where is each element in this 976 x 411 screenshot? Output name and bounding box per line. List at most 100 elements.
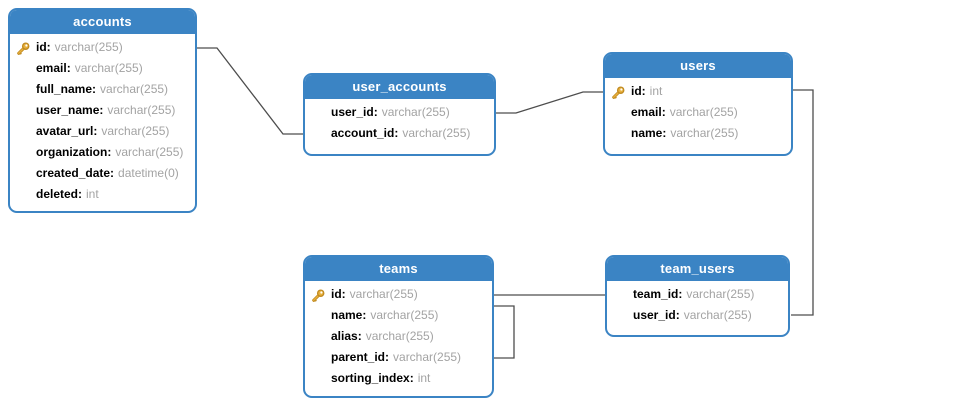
field-separator: : [675, 308, 680, 322]
table-accounts[interactable]: accounts id:varchar(255) email:varchar(2… [8, 8, 197, 213]
field-name: deleted [36, 187, 79, 201]
table-row: id:varchar(255) [10, 37, 195, 58]
field-separator: : [641, 84, 646, 98]
table-teams-title: teams [305, 257, 492, 281]
field-type: varchar(255) [100, 82, 169, 96]
table-row: name:varchar(255) [605, 123, 791, 144]
table-team-users[interactable]: team_users team_id:varchar(255) user_id:… [605, 255, 790, 337]
connector-accounts-to-user-accounts[interactable] [197, 47, 303, 135]
table-row: user_id:varchar(255) [305, 102, 494, 123]
field-separator: : [394, 126, 399, 140]
table-row: created_date:datetime(0) [10, 163, 195, 184]
field-name: alias [331, 329, 358, 343]
field-type: varchar(255) [669, 105, 738, 119]
table-users-title: users [605, 54, 791, 78]
field-name: full_name [36, 82, 93, 96]
primary-key-icon [17, 41, 30, 56]
table-row: user_name:varchar(255) [10, 100, 195, 121]
table-user-accounts[interactable]: user_accounts user_id:varchar(255) accou… [303, 73, 496, 156]
field-separator: : [107, 145, 112, 159]
field-name: id [36, 40, 47, 54]
field-type: varchar(255) [54, 40, 123, 54]
field-name: account_id [331, 126, 395, 140]
field-separator: : [362, 308, 367, 322]
table-row: avatar_url:varchar(255) [10, 121, 195, 142]
table-row: parent_id:varchar(255) [305, 347, 492, 368]
field-separator: : [661, 105, 666, 119]
table-teams[interactable]: teams id:varchar(255) name:varchar(255) [303, 255, 494, 398]
field-type: int [417, 371, 431, 385]
table-team-users-fields: team_id:varchar(255) user_id:varchar(255… [607, 281, 788, 326]
field-name: email [631, 105, 662, 119]
field-type: int [649, 84, 663, 98]
primary-key-icon [612, 85, 625, 100]
field-type: varchar(255) [115, 145, 184, 159]
field-separator: : [373, 105, 378, 119]
field-name: created_date [36, 166, 111, 180]
field-separator: : [93, 124, 98, 138]
field-separator: : [678, 287, 683, 301]
table-accounts-title: accounts [10, 10, 195, 34]
field-type: varchar(255) [349, 287, 418, 301]
field-separator: : [385, 350, 390, 364]
field-name: user_id [331, 105, 374, 119]
field-separator: : [409, 371, 414, 385]
table-row: name:varchar(255) [305, 305, 492, 326]
table-row: sorting_index:int [305, 368, 492, 389]
field-type: varchar(255) [101, 124, 170, 138]
field-name: email [36, 61, 67, 75]
table-users-fields: id:int email:varchar(255) name:varchar(2… [605, 78, 791, 144]
field-separator: : [357, 329, 362, 343]
field-type: int [86, 187, 99, 201]
table-accounts-fields: id:varchar(255) email:varchar(255) full_… [10, 34, 195, 205]
table-row: full_name:varchar(255) [10, 79, 195, 100]
table-user-accounts-title: user_accounts [305, 75, 494, 99]
table-team-users-title: team_users [607, 257, 788, 281]
primary-key-icon [312, 288, 325, 303]
field-separator: : [78, 187, 83, 201]
table-row: team_id:varchar(255) [607, 284, 788, 305]
field-separator: : [66, 61, 71, 75]
field-name: name [331, 308, 363, 322]
field-type: varchar(255) [381, 105, 450, 119]
field-name: organization [36, 145, 108, 159]
table-row: id:varchar(255) [305, 284, 492, 305]
table-users[interactable]: users id:int email:varchar(255) [603, 52, 793, 156]
field-separator: : [110, 166, 115, 180]
connector-user-accounts-to-users[interactable] [496, 91, 603, 114]
field-name: id [331, 287, 342, 301]
table-row: email:varchar(255) [10, 58, 195, 79]
connector-users-to-team-users[interactable] [791, 89, 814, 316]
field-type: varchar(255) [670, 126, 739, 140]
field-separator: : [99, 103, 104, 117]
field-name: parent_id [331, 350, 386, 364]
table-row: account_id:varchar(255) [305, 123, 494, 144]
table-row: id:int [605, 81, 791, 102]
field-name: id [631, 84, 642, 98]
field-type: varchar(255) [686, 287, 755, 301]
field-type: varchar(255) [370, 308, 439, 322]
field-type: varchar(255) [74, 61, 143, 75]
table-teams-fields: id:varchar(255) name:varchar(255) alias:… [305, 281, 492, 389]
field-type: varchar(255) [393, 350, 462, 364]
field-separator: : [92, 82, 97, 96]
table-user-accounts-fields: user_id:varchar(255) account_id:varchar(… [305, 99, 494, 144]
field-name: name [631, 126, 663, 140]
field-name: avatar_url [36, 124, 94, 138]
connector-teams-self-reference[interactable] [494, 305, 515, 359]
field-separator: : [46, 40, 51, 54]
field-name: user_name [36, 103, 100, 117]
table-row: user_id:varchar(255) [607, 305, 788, 326]
field-name: user_id [633, 308, 676, 322]
field-separator: : [341, 287, 346, 301]
field-name: team_id [633, 287, 679, 301]
field-type: datetime(0) [118, 166, 179, 180]
field-type: varchar(255) [365, 329, 434, 343]
field-type: varchar(255) [107, 103, 176, 117]
field-name: sorting_index [331, 371, 410, 385]
table-row: deleted:int [10, 184, 195, 205]
field-type: varchar(255) [402, 126, 471, 140]
